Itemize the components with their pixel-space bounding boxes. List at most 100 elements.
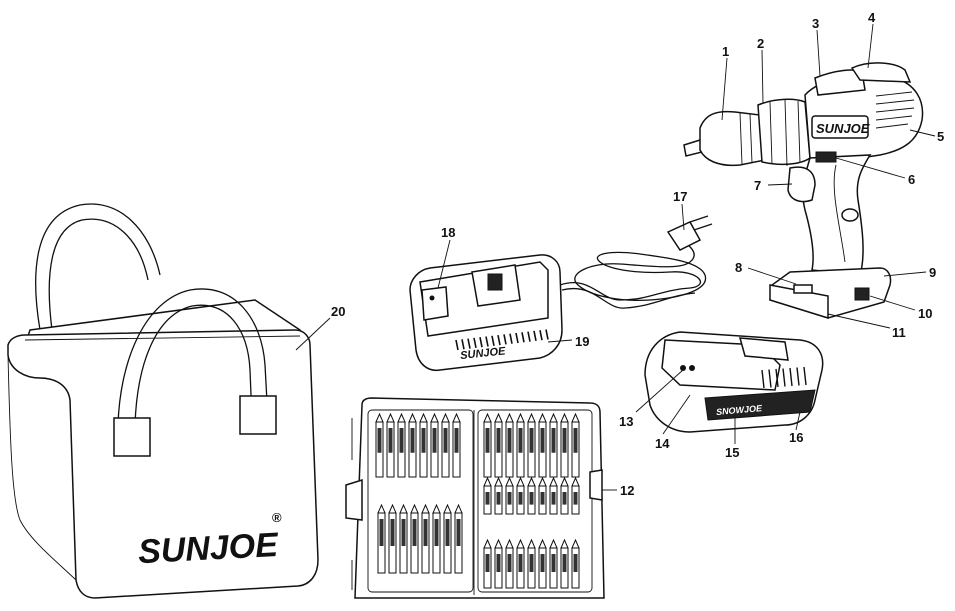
charger-rib [485, 336, 489, 347]
screwdriver-bit [419, 412, 428, 478]
battery-logo: SNOWJOE [716, 403, 764, 417]
leader-2 [761, 49, 764, 104]
screwdriver-bit [375, 412, 384, 478]
screwdriver-bit [421, 503, 430, 574]
callout-10: 10 [918, 306, 932, 321]
callout-7: 7 [754, 178, 761, 193]
leader-lines [295, 23, 936, 491]
callout-20: 20 [331, 304, 345, 319]
callout-8: 8 [735, 260, 742, 275]
screwdriver-bit [527, 538, 536, 589]
screwdriver-bit [494, 538, 503, 589]
callout-16: 16 [789, 430, 803, 445]
screwdriver-bit [560, 476, 569, 515]
screwdriver-bit [483, 476, 492, 515]
screwdriver-bit [538, 476, 547, 515]
callout-11: 11 [892, 325, 906, 340]
screwdriver-bit [516, 538, 525, 589]
charger-rib [479, 337, 483, 348]
battery-rib [768, 369, 772, 388]
leader-19 [547, 339, 573, 343]
bit-set-case [345, 397, 605, 599]
leader-4 [867, 23, 874, 69]
screwdriver-bit [430, 412, 439, 478]
screwdriver-bit [527, 476, 536, 515]
callout-4: 4 [868, 10, 876, 25]
charger-rib [455, 339, 459, 351]
screwdriver-bit [560, 412, 569, 478]
screwdriver-bit [527, 412, 536, 478]
battery-pack: SNOWJOE [644, 331, 824, 433]
callout-labels: 1 2 3 4 5 6 7 8 9 10 11 12 13 14 15 16 1… [331, 10, 944, 498]
bag-logo-mark: ® [272, 510, 282, 525]
screwdriver-bit [452, 412, 461, 478]
screwdriver-bit [410, 503, 419, 574]
charger-rib [515, 332, 519, 344]
leader-13 [635, 369, 684, 413]
screwdriver-bit [538, 412, 547, 478]
battery-rib [782, 368, 786, 387]
callout-12: 12 [620, 483, 634, 498]
leader-8 [747, 267, 797, 285]
charger-rib [497, 334, 501, 346]
leader-1 [721, 57, 728, 121]
screwdriver-bit [505, 412, 514, 478]
charger-rib [461, 339, 465, 350]
callout-17: 17 [673, 189, 687, 204]
charger-rib [473, 337, 477, 349]
screwdriver-bit [505, 476, 514, 515]
tool-bag: SUNJOE ® [7, 203, 319, 599]
callout-3: 3 [812, 16, 819, 31]
charger-rib [527, 331, 531, 342]
screwdriver-bit [377, 503, 386, 574]
bag-logo: SUNJOE [137, 526, 280, 571]
screwdriver-bit [571, 538, 580, 589]
callout-18: 18 [441, 225, 455, 240]
screwdriver-bit [494, 412, 503, 478]
battery-rib [761, 369, 765, 389]
callout-14: 14 [655, 436, 670, 451]
charger-rib [533, 330, 537, 342]
leader-16 [795, 411, 801, 431]
screwdriver-bit [505, 538, 514, 589]
leader-18 [437, 239, 451, 289]
screwdriver-bit [538, 538, 547, 589]
leader-10 [869, 295, 916, 311]
screwdriver-bit [408, 412, 417, 478]
drill-logo: SUNJOE [816, 121, 870, 136]
screwdriver-bit [516, 476, 525, 515]
screwdriver-bit [571, 476, 580, 515]
screwdriver-bit [483, 538, 492, 589]
leader-5 [909, 129, 936, 137]
screwdriver-bit [386, 412, 395, 478]
screwdriver-bit [483, 412, 492, 478]
battery-rib [775, 368, 779, 388]
leader-14 [662, 394, 691, 435]
callout-19: 19 [575, 334, 589, 349]
battery-rib [789, 367, 793, 387]
leader-17 [681, 203, 685, 231]
screwdriver-bit [388, 503, 397, 574]
screwdriver-bit [443, 503, 452, 574]
callout-13: 13 [619, 414, 633, 429]
battery-charger: SUNJOE [409, 254, 563, 372]
callout-1: 1 [722, 44, 729, 59]
screwdriver-bit [549, 476, 558, 515]
leader-6 [835, 157, 906, 179]
screwdriver-bit [516, 412, 525, 478]
leader-9 [883, 271, 927, 277]
charger-rib [503, 334, 507, 345]
charger-rib [545, 329, 549, 340]
screwdriver-bit [441, 412, 450, 478]
screwdriver-bit [549, 412, 558, 478]
charger-rib [521, 332, 525, 343]
callout-9: 9 [929, 265, 936, 280]
screwdriver-bit [494, 476, 503, 515]
screwdriver-bit [397, 412, 406, 478]
battery-rib [803, 366, 807, 386]
power-cord [559, 215, 713, 309]
callout-2: 2 [757, 36, 764, 51]
screwdriver-bit [399, 503, 408, 574]
leader-3 [816, 29, 821, 77]
